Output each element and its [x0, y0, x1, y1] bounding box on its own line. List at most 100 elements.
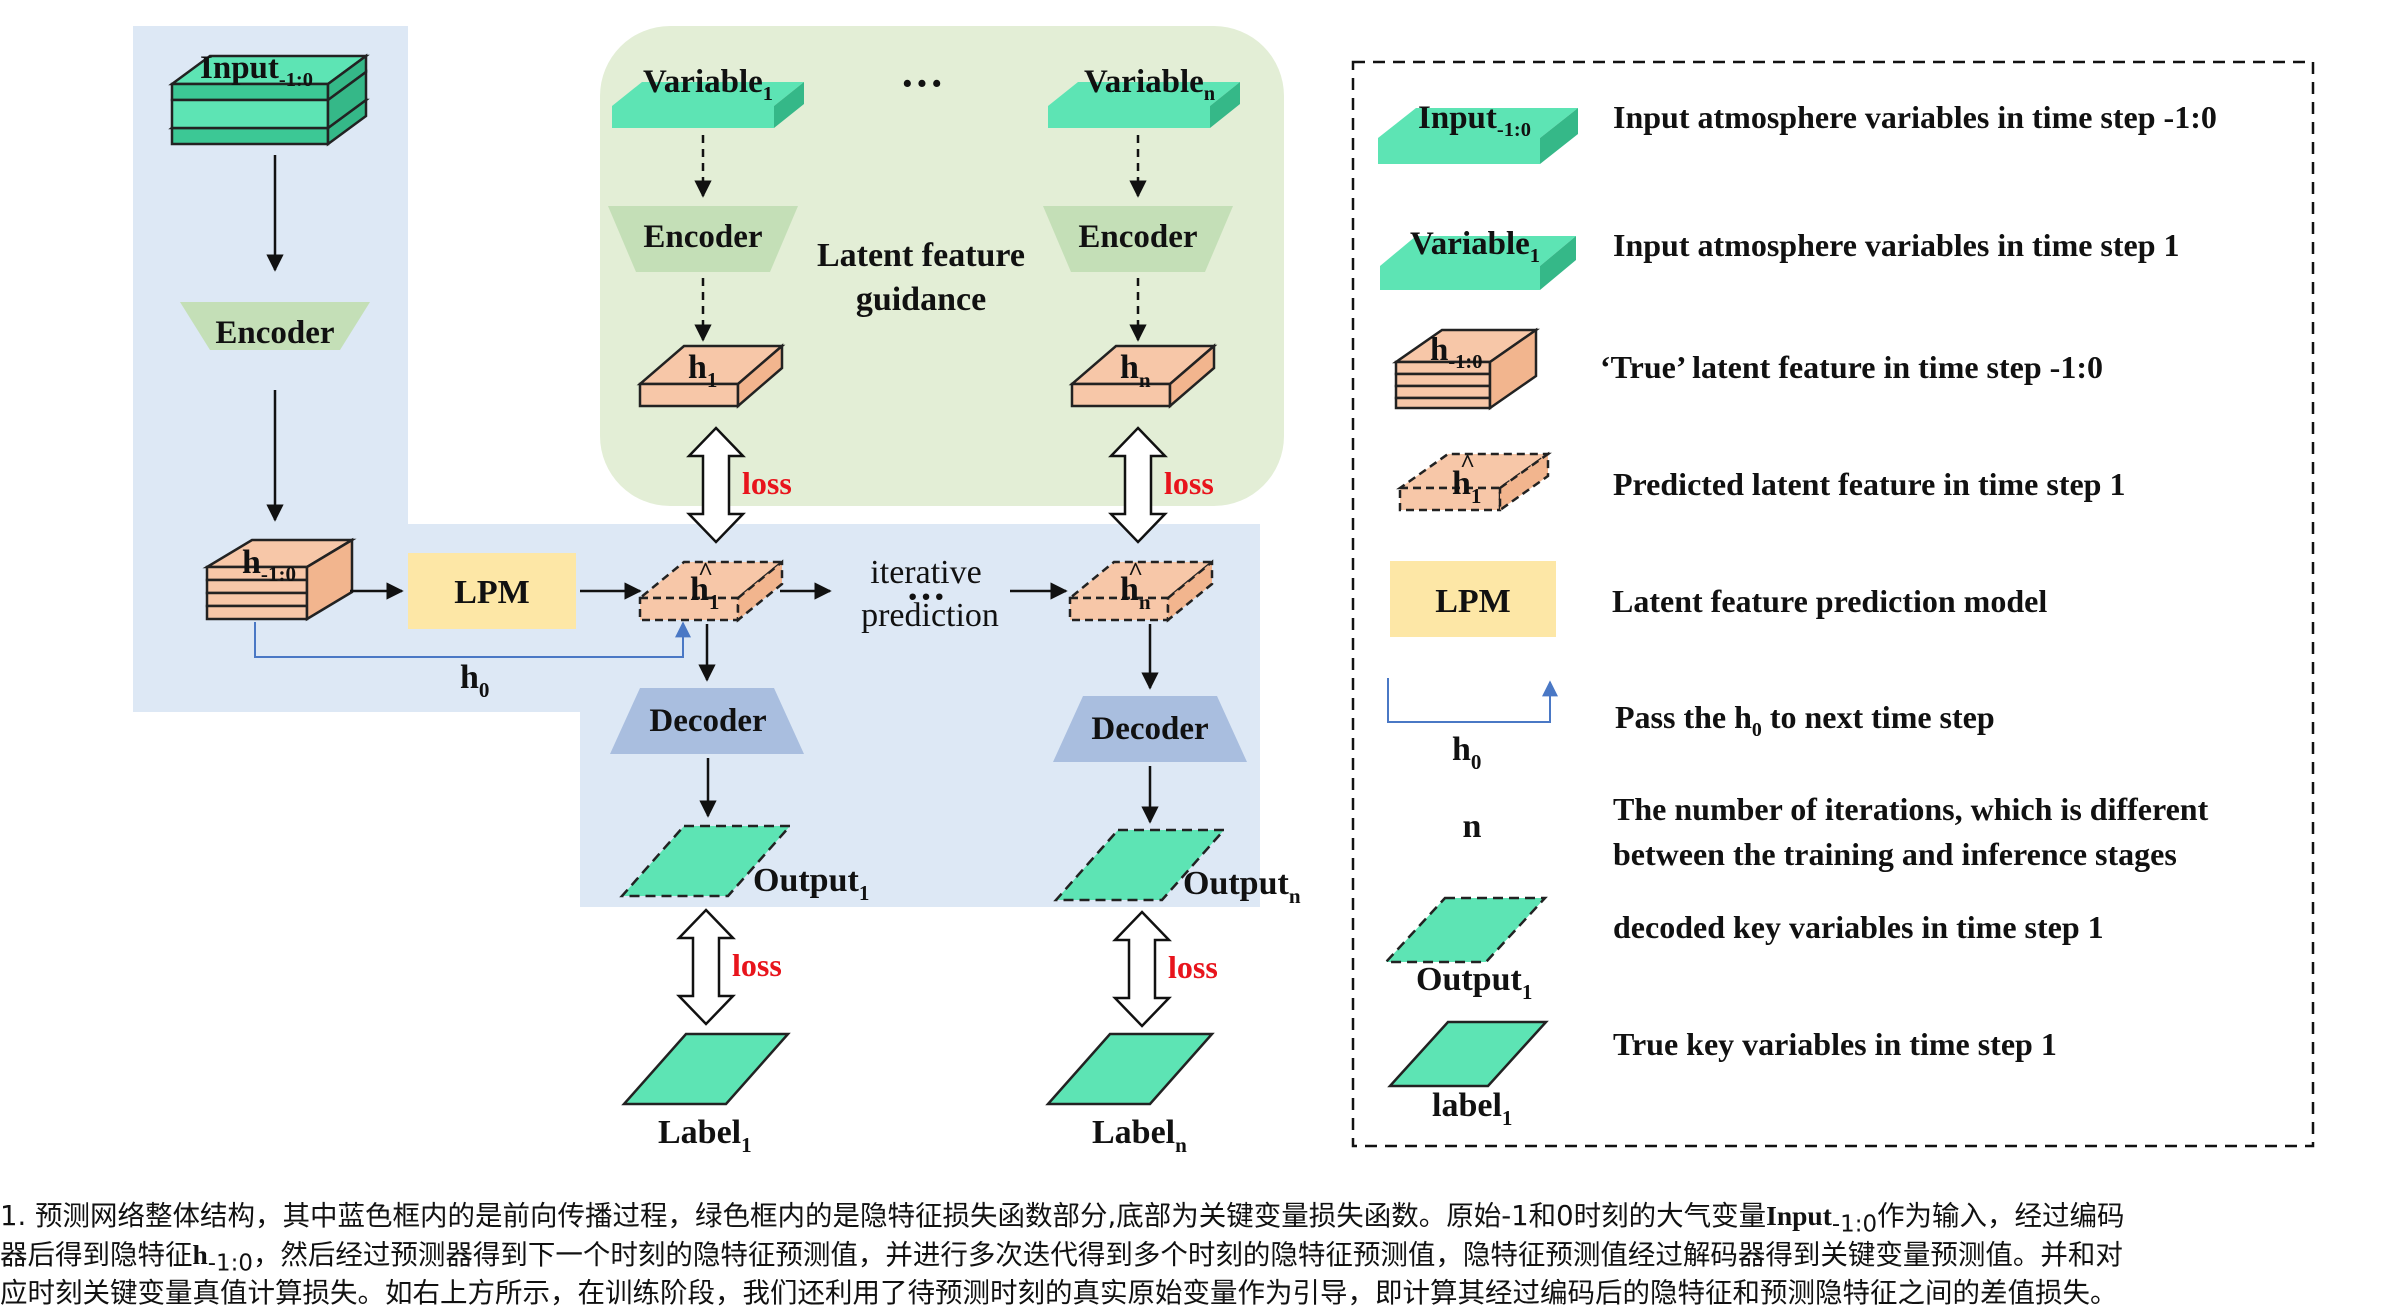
caption-line-2: 器后得到隐特征h-1:0，然后经过预测器得到下一个时刻的隐特征预测值，并进行多次…	[0, 1235, 2392, 1277]
legend-input-icon-side	[1540, 108, 1578, 164]
legend-predicted-latent-text: Predicted latent feature in time step 1	[1613, 466, 2125, 502]
variable-ellipsis: ···	[900, 59, 944, 108]
legend-predicted-latent-icon-label: h1	[1452, 465, 1481, 508]
guidance-label-line1: Latent feature	[817, 237, 1025, 274]
legend-n-text-line2: between the training and inference stage…	[1613, 836, 2177, 872]
legend-h0-text: Pass the h0 to next time step	[1615, 699, 1995, 741]
variable-n-side	[1210, 82, 1240, 128]
variable-1-side	[774, 82, 804, 128]
latent-loss-arrow-n	[1108, 426, 1168, 544]
label-n-label: Labeln	[1092, 1114, 1187, 1157]
caption-line-1: 1. 预测网络整体结构，其中蓝色框内的是前向传播过程，绿色框内的是隐特征损失函数…	[0, 1196, 2392, 1238]
legend-lpm-icon	[1390, 561, 1556, 637]
hhat-1-label: h1	[690, 571, 719, 614]
legend-label-text: True key variables in time step 1	[1613, 1026, 2057, 1062]
variable-n-label: Variablen	[1084, 64, 1216, 105]
caption-h-sub: -1:0	[207, 1250, 253, 1277]
hhat-n-block	[1066, 559, 1216, 623]
encoder-n	[1043, 206, 1233, 272]
h-main-block	[202, 537, 357, 622]
legend-predicted-latent-icon	[1396, 451, 1552, 513]
caption-line-3: 应时刻关键变量真值计算损失。如右上方所示，在训练阶段，我们还利用了待预测时刻的真…	[0, 1277, 2118, 1309]
h-n-label: hn	[1120, 349, 1151, 392]
latent-loss-label-1: loss	[742, 465, 792, 501]
encoder-n-label: Encoder	[1078, 219, 1197, 255]
legend-n-icon-label: n	[1463, 808, 1482, 845]
input-block	[168, 53, 370, 147]
variable-1-front	[612, 106, 774, 128]
legend-input-icon	[1378, 108, 1578, 138]
legend-h0-icon-label: h0	[1452, 731, 1481, 774]
legend-label-icon	[1387, 1020, 1549, 1088]
legend-input-icon-front	[1378, 138, 1540, 164]
caption-line-1-post: 作为输入，经过编码	[1877, 1200, 2125, 1232]
h-1-label: h1	[688, 349, 717, 392]
legend-variable-icon-front	[1380, 266, 1540, 290]
decoder-1	[610, 688, 804, 754]
legend-lpm-text: Latent feature prediction model	[1612, 583, 2047, 619]
output-1-label: Output1	[753, 862, 869, 905]
variable-1-block	[612, 82, 804, 106]
legend-h0-icon	[1387, 678, 1558, 723]
h0-skip-connection	[254, 621, 691, 658]
h-n-block	[1068, 343, 1218, 409]
guidance-label-line2: guidance	[856, 281, 986, 318]
legend-variable-icon	[1380, 236, 1576, 266]
caption-input-term: Input	[1766, 1200, 1832, 1231]
legend-output-text: decoded key variables in time step 1	[1613, 909, 2104, 945]
forward-pass-region	[133, 26, 1260, 907]
label-1-label: Label1	[658, 1114, 752, 1157]
variable-1-label: Variable1	[643, 64, 773, 105]
output-loss-label-n: loss	[1168, 949, 1218, 985]
lpm-main	[408, 553, 576, 629]
label-n-shape	[1045, 1032, 1215, 1106]
legend-variable-icon-side	[1540, 236, 1576, 290]
caption-line-2-pre: 器后得到隐特征	[0, 1239, 193, 1271]
caption-line-1-pre: 1. 预测网络整体结构，其中蓝色框内的是前向传播过程，绿色框内的是隐特征损失函数…	[0, 1200, 1767, 1232]
output-loss-arrow-1	[676, 908, 736, 1026]
legend-lpm-icon-label: LPM	[1435, 583, 1511, 620]
h0-label: h0	[460, 659, 489, 702]
iterative-label-line1: iterative	[870, 554, 981, 591]
caption-input-sub: -1:0	[1831, 1211, 1878, 1238]
legend-variable-text: Input atmosphere variables in time step …	[1613, 227, 2180, 263]
h-1-block	[636, 343, 786, 409]
latent-loss-label-n: loss	[1164, 465, 1214, 501]
hhat-1-hat: ^	[698, 557, 713, 586]
legend-true-latent-icon-label: h-1:0	[1430, 332, 1482, 373]
input-main-label: Input-1:0	[200, 50, 313, 91]
decoder-n	[1053, 696, 1247, 762]
latent-loss-arrow-1	[686, 426, 746, 544]
legend-n-text-line1: The number of iterations, which is diffe…	[1613, 791, 2209, 827]
variable-n-block	[1048, 82, 1240, 106]
network-diagram: Input-1:0 Encoder h-1:0 LPM h0 Variable1…	[133, 26, 2315, 1157]
legend-output-icon	[1383, 896, 1548, 964]
iterative-label-line2: prediction	[861, 597, 999, 634]
hhat-n-label: hn	[1120, 571, 1151, 614]
output-1-shape	[619, 824, 793, 898]
variable-n-front	[1048, 106, 1210, 128]
legend-input-text: Input atmosphere variables in time step …	[1613, 99, 2217, 135]
encoder-1	[608, 206, 798, 272]
legend-true-latent-text: ‘True’ latent feature in time step -1:0	[1600, 349, 2103, 385]
h-main-label: h-1:0	[242, 544, 296, 586]
legend-input-icon-label: Input-1:0	[1418, 100, 1531, 141]
legend-predicted-latent-icon-hat: ^	[1460, 449, 1475, 478]
caption-line-2-post: ，然后经过预测器得到下一个时刻的隐特征预测值，并进行多次迭代得到多个时刻的隐特征…	[252, 1239, 2123, 1271]
decoder-1-label: Decoder	[649, 703, 766, 739]
legend-true-latent-icon	[1392, 327, 1540, 411]
legend-variable-icon-label: Variable1	[1410, 226, 1540, 267]
caption-h-term: h	[192, 1239, 208, 1270]
lpm-main-label: LPM	[454, 574, 530, 611]
iterative-dots: ···	[906, 574, 946, 619]
encoder-1-label: Encoder	[643, 219, 762, 255]
figure-caption: 1. 预测网络整体结构，其中蓝色框内的是前向传播过程，绿色框内的是隐特征损失函数…	[0, 1196, 2392, 1313]
legend-box	[1351, 60, 2315, 1148]
legend-output-icon-label: Output1	[1416, 961, 1532, 1004]
output-loss-label-1: loss	[732, 947, 782, 983]
hhat-1-block	[636, 559, 786, 623]
output-n-shape	[1053, 828, 1227, 902]
encoder-main-label: Encoder	[215, 315, 334, 351]
output-loss-arrow-n	[1112, 910, 1172, 1028]
output-n-label: Outputn	[1183, 865, 1301, 908]
